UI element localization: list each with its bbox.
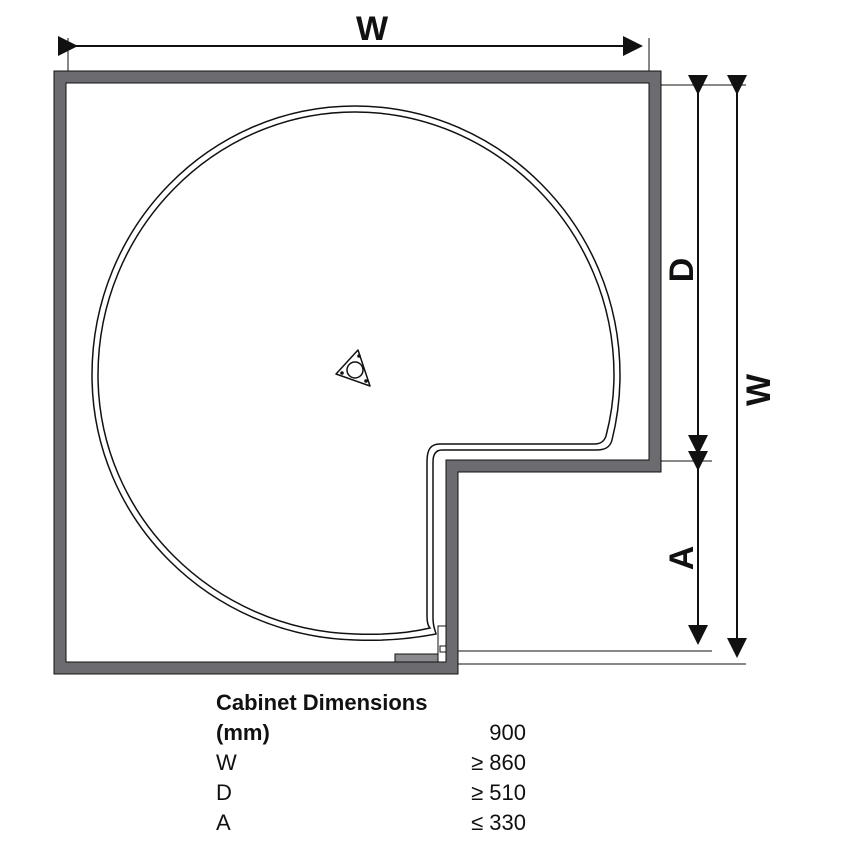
hinge-hardware-icon [394, 625, 447, 663]
table-row: W ≥ 860 [216, 748, 536, 778]
table-unit-row: (mm) 900 [216, 718, 536, 748]
cabinet-wall-outer [53, 70, 662, 675]
pivot-bearing-icon [335, 349, 371, 387]
row-value: ≥ 860 [471, 750, 526, 775]
depth-label: D [663, 258, 701, 283]
table-title: Cabinet Dimensions [216, 690, 428, 715]
row-label: D [216, 780, 232, 805]
unit-label: (mm) [216, 720, 270, 745]
cabinet-wall-outline [54, 71, 661, 674]
row-label: A [216, 810, 231, 835]
carousel-shelf-outer [91, 105, 621, 642]
cabinet-dimensions-table: Cabinet Dimensions (mm) 900 W ≥ 860 D ≥ … [216, 688, 536, 838]
row-label: W [216, 750, 237, 775]
row-value: ≥ 510 [471, 780, 526, 805]
table-row: A ≤ 330 [216, 808, 536, 838]
row-value: ≤ 330 [471, 810, 526, 835]
table-row: D ≥ 510 [216, 778, 536, 808]
right-width-label: W [740, 373, 778, 406]
cabinet-wall-inner [65, 82, 650, 663]
carousel-shelf-inner [97, 111, 615, 636]
unit-value: 900 [489, 720, 526, 745]
opening-label: A [663, 546, 701, 571]
top-width-label: W [356, 10, 389, 48]
